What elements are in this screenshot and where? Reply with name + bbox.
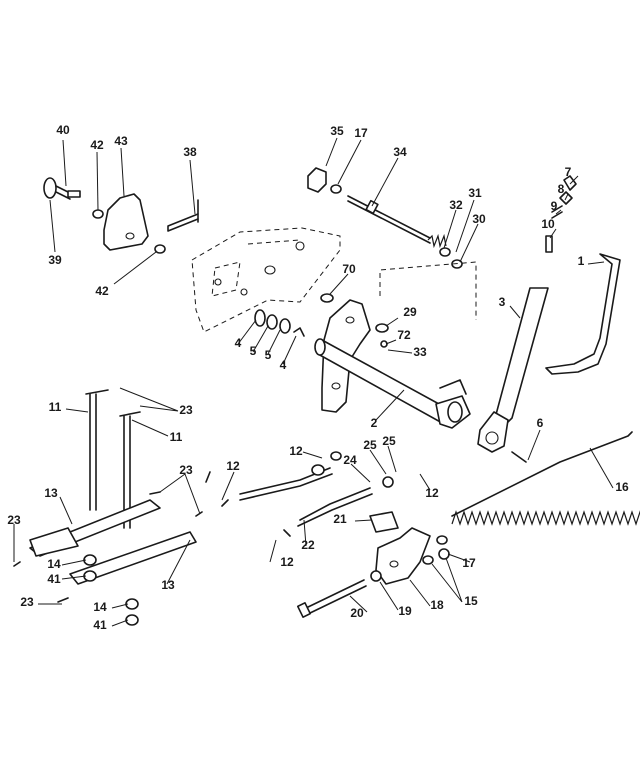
lift-handle bbox=[477, 175, 621, 463]
adjust-rod-assembly bbox=[307, 167, 463, 269]
callout-c35: 35 bbox=[330, 124, 344, 138]
link-rod-assembly bbox=[221, 451, 450, 618]
callout-c25b: 25 bbox=[382, 434, 396, 448]
lift-links bbox=[13, 389, 211, 626]
callout-c72: 72 bbox=[397, 328, 411, 342]
callout-c10: 10 bbox=[541, 217, 555, 231]
callout-c21: 21 bbox=[333, 512, 347, 526]
callout-c11a: 11 bbox=[49, 400, 62, 414]
callout-c1: 1 bbox=[578, 254, 585, 268]
callout-c43: 43 bbox=[114, 134, 128, 148]
callout-c41b: 41 bbox=[93, 618, 107, 632]
callout-c20: 20 bbox=[350, 606, 364, 620]
callout-c3: 3 bbox=[499, 295, 506, 309]
lift-spring bbox=[436, 431, 640, 545]
callout-c9: 9 bbox=[551, 199, 558, 213]
callout-c40: 40 bbox=[56, 123, 70, 137]
callout-c13b: 13 bbox=[161, 578, 175, 592]
callout-c29: 29 bbox=[403, 305, 417, 319]
callout-c2: 2 bbox=[371, 416, 378, 430]
callout-c15: 15 bbox=[464, 594, 478, 608]
callout-c4b: 4 bbox=[280, 358, 287, 372]
callout-c12a: 12 bbox=[226, 459, 240, 473]
callout-c22: 22 bbox=[301, 538, 315, 552]
callout-c23b: 23 bbox=[179, 463, 193, 477]
callout-c24: 24 bbox=[343, 453, 357, 467]
callout-c38: 38 bbox=[183, 145, 197, 159]
callout-c70: 70 bbox=[342, 262, 356, 276]
leader-lines bbox=[13, 137, 614, 627]
callout-c23d: 23 bbox=[20, 595, 34, 609]
callout-c39: 39 bbox=[48, 253, 62, 267]
callout-c19: 19 bbox=[398, 604, 412, 618]
callout-c42b: 42 bbox=[95, 284, 109, 298]
callout-c11b: 11 bbox=[170, 430, 183, 444]
callout-c34: 34 bbox=[393, 145, 407, 159]
callout-c30: 30 bbox=[472, 212, 486, 226]
callout-c5a: 5 bbox=[250, 344, 257, 358]
callout-c17a: 17 bbox=[354, 126, 368, 140]
callout-c12d: 12 bbox=[280, 555, 294, 569]
shaft-washers bbox=[254, 309, 305, 337]
callout-c25a: 25 bbox=[363, 438, 377, 452]
frame-plate bbox=[191, 227, 341, 333]
callout-c16: 16 bbox=[615, 480, 629, 494]
callout-c12c: 12 bbox=[425, 486, 439, 500]
callout-c18: 18 bbox=[430, 598, 444, 612]
lift-knob-assembly bbox=[43, 177, 199, 254]
callout-c5b: 5 bbox=[265, 348, 272, 362]
cross-shaft bbox=[314, 261, 477, 429]
callout-c17b: 17 bbox=[462, 556, 476, 570]
callout-c32: 32 bbox=[449, 198, 463, 212]
callout-c14a: 14 bbox=[47, 557, 61, 571]
callout-c8: 8 bbox=[558, 182, 565, 196]
callout-c23c: 23 bbox=[7, 513, 21, 527]
callout-c7: 7 bbox=[565, 165, 572, 179]
callout-c23a: 23 bbox=[179, 403, 193, 417]
callout-c31: 31 bbox=[468, 186, 482, 200]
callout-c13a: 13 bbox=[44, 486, 58, 500]
callout-c4a: 4 bbox=[235, 336, 242, 350]
callout-c41a: 41 bbox=[47, 572, 61, 586]
callout-c6: 6 bbox=[537, 416, 544, 430]
callout-c42a: 42 bbox=[90, 138, 104, 152]
callout-c12b: 12 bbox=[289, 444, 303, 458]
callout-c33: 33 bbox=[413, 345, 427, 359]
callout-c14b: 14 bbox=[93, 600, 107, 614]
